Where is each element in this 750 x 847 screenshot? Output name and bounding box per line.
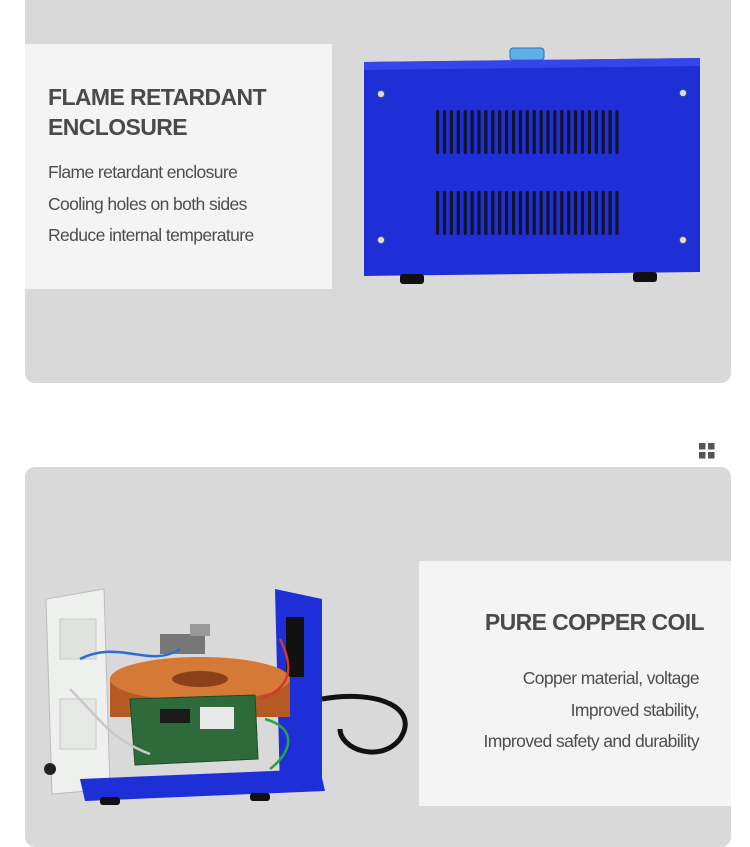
vent-slot <box>442 110 447 154</box>
vent-slot <box>574 110 578 154</box>
vent-slot <box>580 110 585 154</box>
vent-slot <box>553 110 557 154</box>
vent-slot <box>587 191 591 235</box>
vent-slot <box>601 110 605 154</box>
vent-slot <box>560 191 564 235</box>
vent-slot <box>477 191 481 235</box>
vent-slot <box>567 110 571 154</box>
flame-retardant-feature-list: Flame retardant enclosure Cooling holes … <box>48 157 254 252</box>
copper-coil-image <box>44 588 408 805</box>
vent-slot <box>491 110 495 154</box>
vent-slot <box>511 191 516 235</box>
vent-slot <box>615 110 619 154</box>
vent-slot <box>436 191 440 235</box>
vent-slot <box>463 110 467 154</box>
vent-slot <box>511 110 516 154</box>
vent-slot <box>574 191 578 235</box>
vent-slot <box>553 191 557 235</box>
vent-slot <box>539 110 543 154</box>
vent-slot <box>491 191 495 235</box>
vent-slot <box>477 110 481 154</box>
flame-retardant-section: FLAME RETARDANT ENCLOSURE Flame retardan… <box>25 0 731 383</box>
vent-slot <box>594 110 598 154</box>
vent-slot <box>442 191 447 235</box>
feature-line: Copper material, voltage <box>522 668 700 688</box>
vent-slot <box>456 191 460 235</box>
feature-line: Improved stability, <box>570 699 700 720</box>
feature-line: Cooling holes on both sides <box>48 193 247 214</box>
vent-slot <box>546 191 550 235</box>
vent-slot <box>436 110 440 154</box>
vent-slot <box>615 191 619 235</box>
vent-slot <box>498 110 502 154</box>
flame-retardant-heading: FLAME RETARDANT ENCLOSURE <box>48 84 267 140</box>
feature-line: Flame retardant enclosure <box>48 162 238 182</box>
vent-slot <box>532 110 536 154</box>
vent-slot <box>498 191 502 235</box>
feature-line: Improved safety and durability <box>483 731 700 751</box>
vent-slot <box>484 191 488 235</box>
vent-slot <box>601 191 605 235</box>
copper-coil-text-card: PURE COPPER COIL Copper material, voltag… <box>419 561 731 806</box>
vent-slot <box>532 191 536 235</box>
vent-slot <box>505 110 509 154</box>
vent-slot <box>587 110 591 154</box>
copper-coil-section: PURE COPPER COIL Copper material, voltag… <box>25 467 731 847</box>
vent-slot <box>505 191 509 235</box>
vent-slot <box>470 191 474 235</box>
feature-line: Reduce internal temperature <box>48 225 254 245</box>
vent-slot <box>594 191 598 235</box>
vent-slot <box>525 191 529 235</box>
vent-slot <box>580 191 585 235</box>
vent-slot <box>518 110 522 154</box>
vent-slot <box>608 191 612 235</box>
grid-icon[interactable] <box>699 443 715 459</box>
vent-slot <box>449 191 453 235</box>
vent-slot <box>463 191 467 235</box>
copper-coil-feature-list: Copper material, voltage Improved stabil… <box>483 663 700 758</box>
vent-slot <box>484 110 488 154</box>
blue-enclosure-image <box>364 47 700 284</box>
vent-slot <box>567 191 571 235</box>
vent-slot <box>608 110 612 154</box>
flame-retardant-text-card: FLAME RETARDANT ENCLOSURE Flame retardan… <box>25 44 332 289</box>
vent-slot <box>525 110 529 154</box>
vent-slot <box>470 110 474 154</box>
copper-coil-heading: PURE COPPER COIL <box>484 609 705 635</box>
vent-slot <box>560 110 564 154</box>
vent-slot <box>456 110 460 154</box>
vent-slot <box>539 191 543 235</box>
vent-slot <box>449 110 453 154</box>
vent-slot <box>518 191 522 235</box>
vent-slot <box>546 110 550 154</box>
